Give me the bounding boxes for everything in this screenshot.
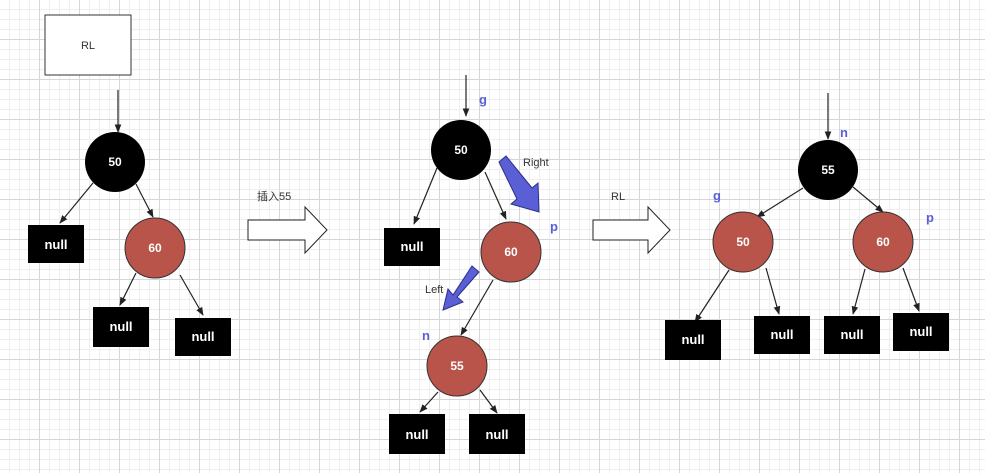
null-label: null [485, 427, 508, 442]
edge [851, 268, 866, 315]
edge [135, 183, 154, 218]
null-label: null [109, 319, 132, 334]
edge [419, 391, 439, 413]
insert-label: 插入55 [257, 189, 291, 203]
edge [902, 267, 920, 312]
null-leaf [469, 414, 525, 454]
null-leaf [384, 228, 440, 266]
tree-after: n 55 50 g 60 p null null null null [665, 93, 949, 360]
case-box-label: RL [81, 40, 95, 52]
node-label: 50 [108, 155, 122, 169]
null-leaf [28, 225, 84, 263]
p-tag: p [550, 219, 558, 234]
edge [413, 167, 438, 225]
tree-inserted: g Right Left 50 60 p 55 n null null null [384, 75, 558, 454]
null-leaf [93, 307, 149, 347]
left-rotation-label: Left [425, 284, 443, 296]
node-black [85, 132, 145, 192]
hollow-arrow-icon [592, 205, 671, 255]
edge [484, 171, 507, 220]
case-box [44, 14, 132, 76]
node-red [124, 217, 186, 279]
null-leaf [175, 318, 231, 356]
insert-transition: 插入55 [247, 189, 328, 255]
n-tag: n [422, 328, 430, 343]
null-leaf [893, 313, 949, 351]
null-label: null [44, 237, 67, 252]
right-rotation-label: Right [523, 157, 549, 169]
node-black [798, 140, 858, 200]
node-label: 60 [876, 235, 890, 249]
tree-before: RL 50 60 null null null [28, 14, 231, 356]
edge [179, 274, 204, 316]
edge [119, 272, 137, 306]
null-label: null [909, 324, 932, 339]
null-label: null [191, 329, 214, 344]
null-label: null [681, 332, 704, 347]
g-tag: g [479, 92, 487, 107]
hollow-arrow-icon [247, 205, 328, 255]
null-leaf [824, 316, 880, 354]
node-label: 60 [148, 241, 162, 255]
right-rotation-arrow-icon [498, 155, 540, 213]
node-label: 60 [504, 245, 518, 259]
node-label: 55 [450, 359, 464, 373]
node-label: 50 [454, 143, 468, 157]
edge [756, 187, 804, 218]
edge [460, 279, 494, 336]
p-tag: p [926, 210, 934, 225]
null-label: null [840, 327, 863, 342]
null-leaf [665, 320, 721, 360]
node-red [852, 211, 914, 273]
null-label: null [405, 427, 428, 442]
node-red [712, 211, 774, 273]
g-tag: g [713, 188, 721, 203]
edge [765, 267, 781, 315]
node-label: 55 [821, 163, 835, 177]
edge [59, 182, 94, 224]
left-rotation-arrow-icon [442, 265, 480, 311]
null-label: null [770, 327, 793, 342]
node-red [480, 221, 542, 283]
rotation-transition: RL [592, 191, 671, 255]
edge [479, 389, 498, 414]
null-label: null [400, 239, 423, 254]
edge [852, 186, 884, 213]
null-leaf [389, 414, 445, 454]
node-red [426, 335, 488, 397]
edge [694, 269, 730, 323]
null-leaf [754, 316, 810, 354]
rotation-label: RL [611, 191, 625, 203]
n-tag: n [840, 125, 848, 140]
node-label: 50 [736, 235, 750, 249]
node-black [431, 120, 491, 180]
